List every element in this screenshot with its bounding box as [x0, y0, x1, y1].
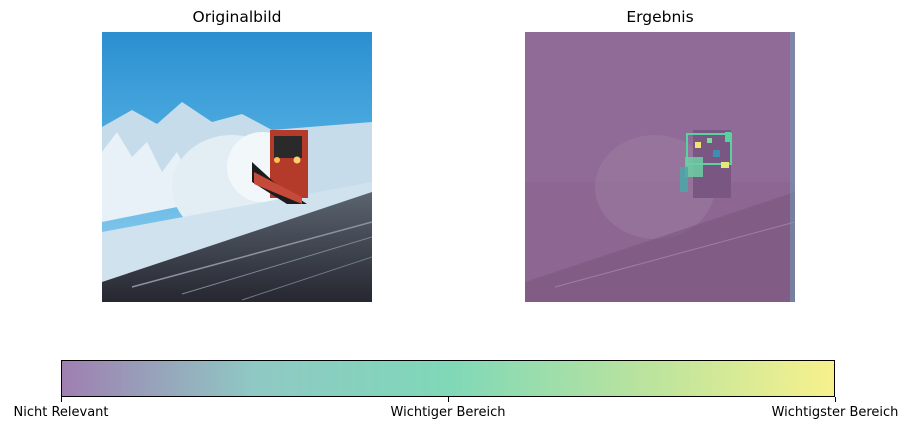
colorbar-label-min: Nicht Relevant: [13, 405, 109, 420]
original-image: [102, 32, 372, 302]
original-title: Originalbild: [192, 8, 282, 26]
result-title: Ergebnis: [626, 8, 694, 26]
result-image: [525, 32, 795, 302]
colorbar-label-mid: Wichtiger Bereich: [390, 405, 506, 420]
colorbar-tick-mid: [448, 397, 449, 402]
colorbar-tick-min: [61, 397, 62, 402]
colorbar: [61, 360, 835, 397]
colorbar-tick-max: [835, 397, 836, 402]
colorbar-label-max: Wichtigster Bereich: [771, 405, 899, 420]
truck-shape: [252, 130, 308, 204]
highlight-region: [680, 132, 732, 192]
